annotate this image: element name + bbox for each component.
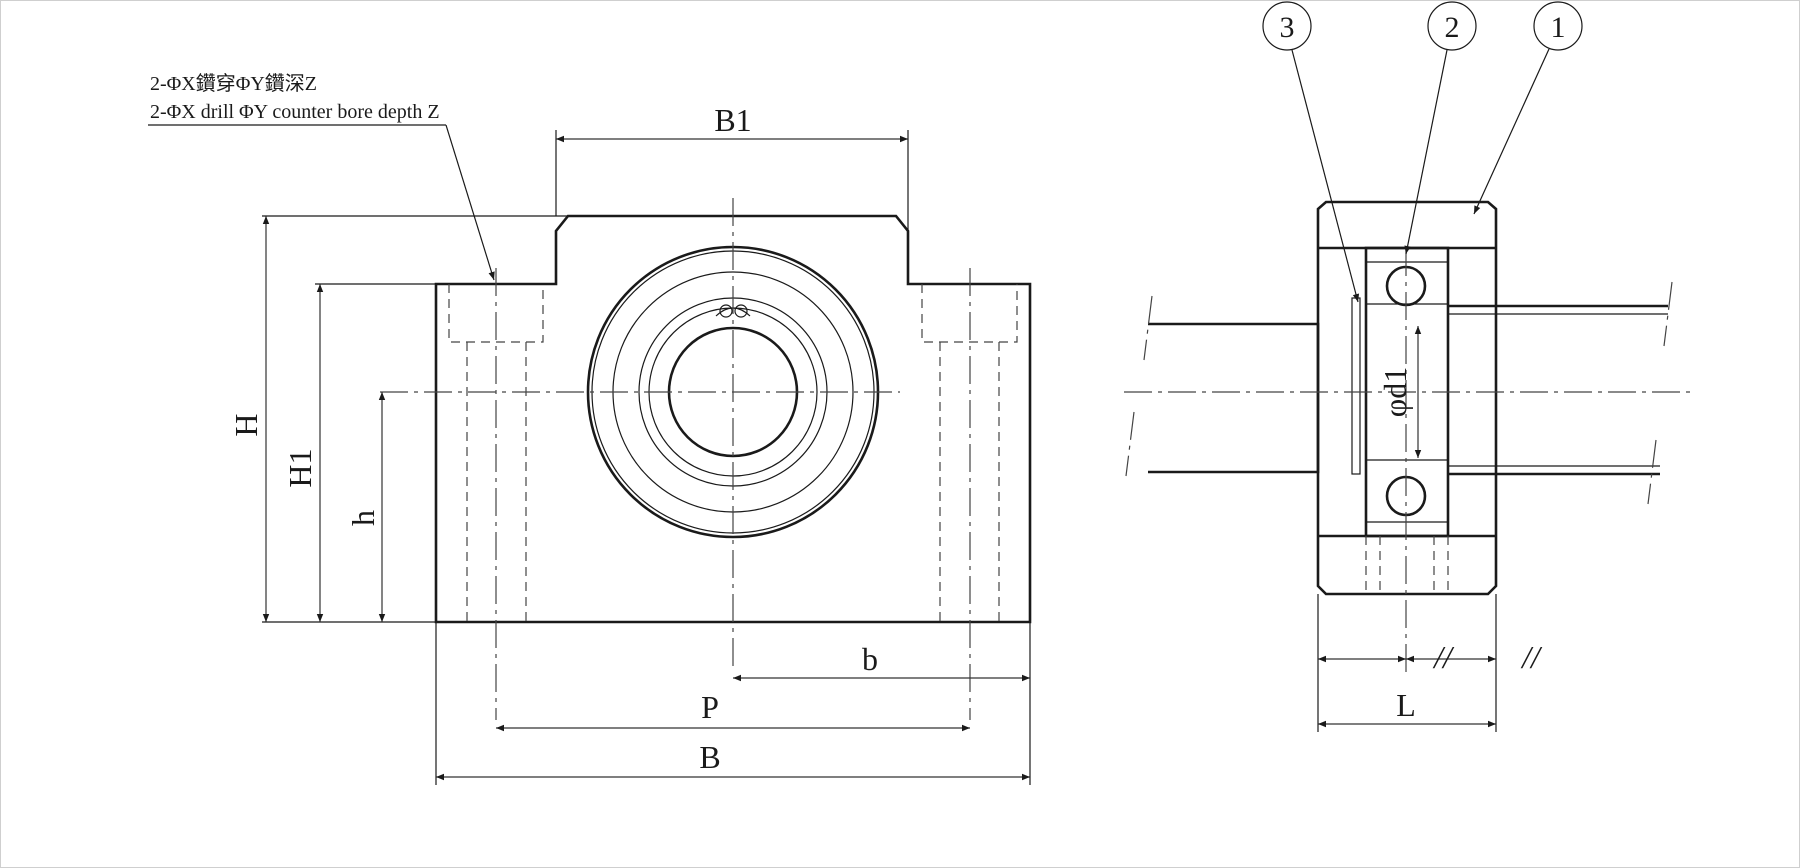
snap-ring-lug-right	[734, 304, 748, 318]
note-leader	[445, 124, 495, 281]
shaft-break-right-top	[1663, 281, 1673, 347]
label-parallel-2: //	[1520, 639, 1543, 675]
left-counterbore	[448, 284, 544, 343]
balloon-2-label: 2	[1445, 11, 1460, 44]
shaft-break-right-bottom	[1647, 439, 1657, 505]
balloon-3-circle	[1262, 1, 1312, 51]
side-housing-outline	[1316, 200, 1498, 596]
label-P: P	[701, 689, 719, 725]
balloon-1-label: 1	[1551, 11, 1566, 44]
balloon-3-leader	[1291, 49, 1360, 303]
shaft-break-left-bottom	[1125, 411, 1135, 477]
side-view: φd1 L // // 3 2 1	[1124, 1, 1690, 732]
label-H1: H1	[282, 448, 318, 487]
label-d1: φd1	[1377, 367, 1413, 417]
label-H: H	[228, 413, 264, 436]
right-counterbore	[921, 284, 1018, 343]
drill-note-english: 2-ΦX drill ΦY counter bore depth Z	[150, 101, 440, 123]
balloon-2-circle	[1427, 1, 1477, 51]
label-B1: B1	[714, 102, 751, 138]
front-view: 2-ΦX鑽穿ΦY鑽深Z 2-ΦX drill ΦY counter bore d…	[148, 72, 1032, 785]
drill-note-chinese: 2-ΦX鑽穿ΦY鑽深Z	[150, 72, 317, 95]
balloon-3-label: 3	[1280, 11, 1295, 44]
balloon-2-leader	[1404, 49, 1448, 255]
label-L: L	[1396, 687, 1416, 723]
balloon-1-circle	[1533, 1, 1583, 51]
label-parallel-1: //	[1432, 639, 1455, 675]
shaft-break-left-top	[1143, 295, 1153, 361]
snap-ring	[1351, 297, 1361, 475]
shaft-left-outline	[1148, 322, 1320, 474]
label-B: B	[699, 739, 720, 775]
balloon-1-leader	[1473, 48, 1550, 215]
label-h: h	[345, 510, 381, 526]
snap-ring-lug-left	[719, 304, 733, 318]
label-b: b	[862, 641, 878, 677]
